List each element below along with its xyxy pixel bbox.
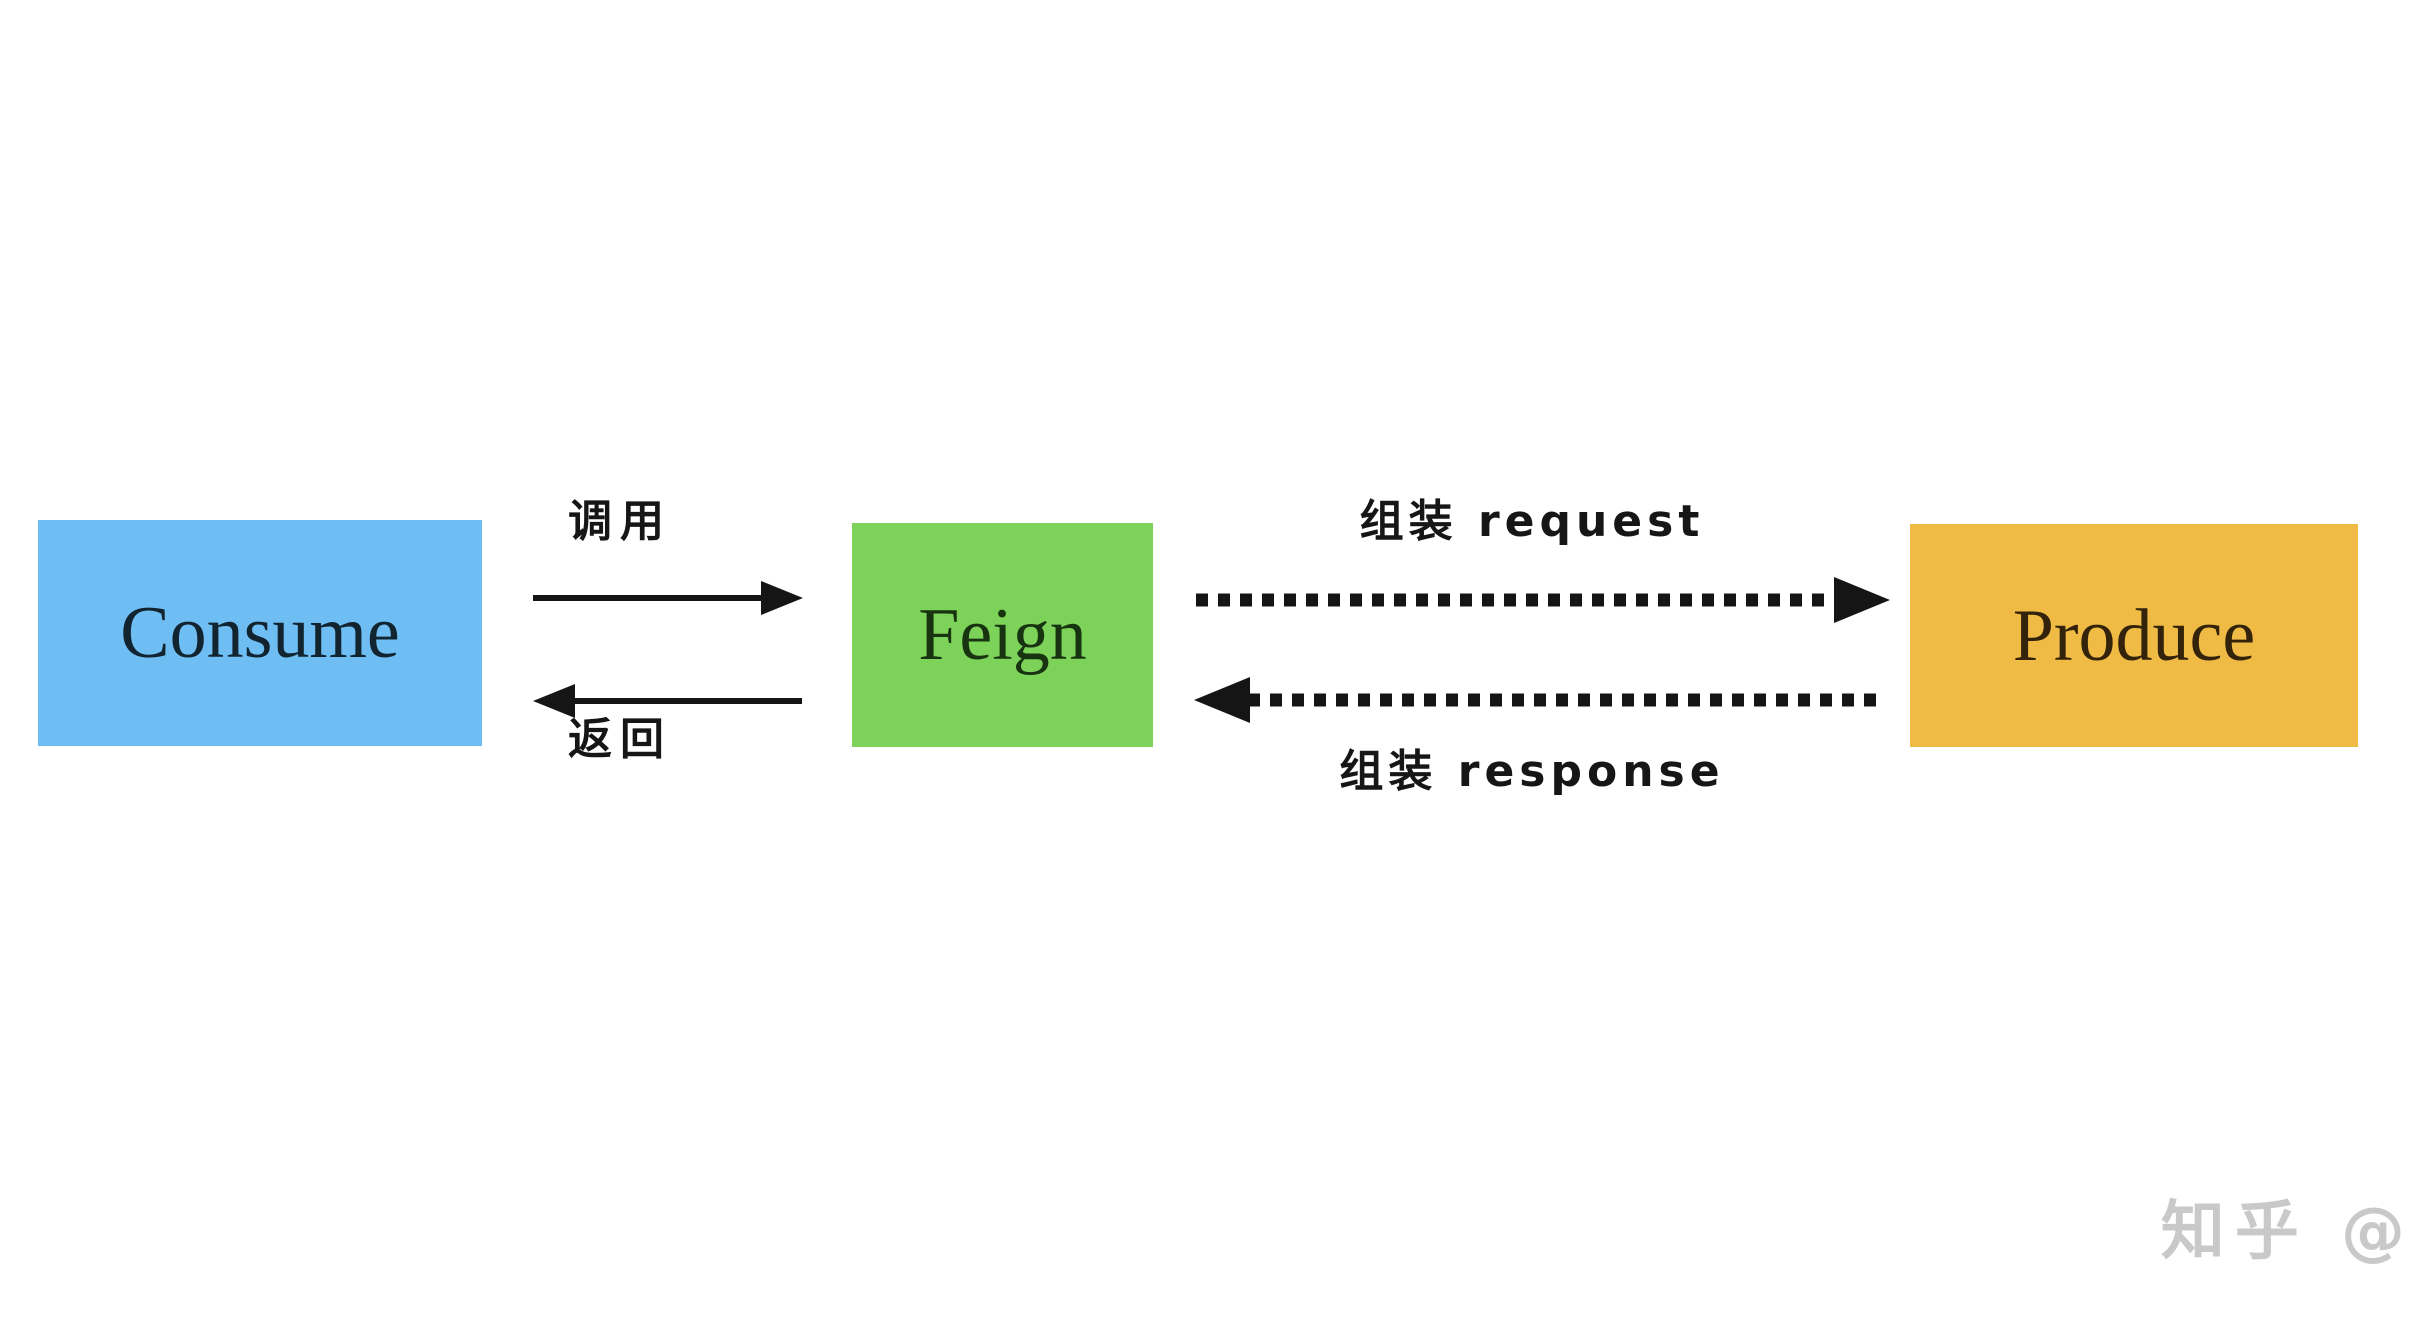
request-arrow-right-icon — [1196, 577, 1890, 623]
edge-label-call: 调用 — [568, 496, 672, 547]
zhihu-watermark: 知乎 @ — [2160, 1195, 2415, 1269]
call-arrow-right-icon — [533, 581, 803, 615]
edge-label-response: 组装 response — [1339, 746, 1725, 797]
response-arrow-left-icon — [1194, 677, 1878, 723]
node-consume: Consume — [38, 520, 482, 746]
node-produce-label: Produce — [2012, 594, 2256, 677]
node-feign-label: Feign — [918, 594, 1087, 676]
node-feign: Feign — [852, 523, 1153, 747]
edge-label-return: 返回 — [568, 714, 672, 765]
edge-label-request: 组装 request — [1359, 496, 1705, 547]
node-produce: Produce — [1910, 524, 2358, 747]
return-arrow-left-icon — [533, 684, 802, 718]
node-consume-label: Consume — [120, 592, 400, 674]
